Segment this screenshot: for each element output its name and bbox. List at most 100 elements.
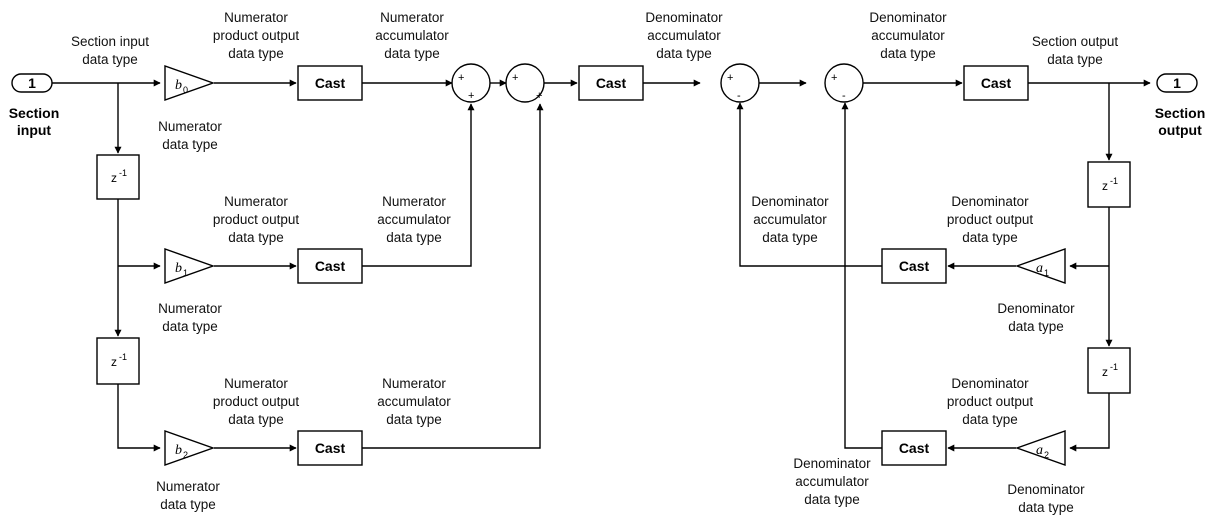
label-section-input-type: Section input	[71, 34, 149, 49]
delay-exponent: -1	[119, 168, 127, 178]
label-denominator-product: data type	[962, 412, 1018, 427]
cast-block-den-product-2[interactable]: Cast	[881, 430, 947, 466]
label-numerator-accumulator: accumulator	[375, 28, 449, 43]
label-denominator-accumulator: data type	[880, 46, 936, 61]
wire-cast-to-sum2	[362, 103, 544, 449]
delay-block-num-1[interactable]: z -1	[96, 154, 140, 200]
section-output-label: Section	[1155, 105, 1206, 121]
cast-label: Cast	[899, 258, 930, 274]
label-denominator-type: Denominator	[997, 301, 1075, 316]
label-denominator-product: data type	[962, 230, 1018, 245]
label-section-output-type: Section output	[1032, 34, 1119, 49]
label-numerator-accumulator: accumulator	[377, 212, 451, 227]
section-input-label: Section	[9, 105, 60, 121]
sum-junction-1[interactable]: + +	[451, 63, 491, 103]
label-denominator-accumulator: Denominator	[751, 194, 829, 209]
cast-block-den-accumulator[interactable]: Cast	[963, 65, 1029, 101]
label-denominator-accumulator: Denominator	[645, 10, 723, 25]
cast-label: Cast	[315, 440, 346, 456]
delay-z: z	[1102, 179, 1108, 193]
delay-block-num-2[interactable]: z -1	[96, 337, 140, 385]
sum-sign: -	[737, 90, 741, 102]
label-denominator-accumulator: Denominator	[793, 456, 871, 471]
label-numerator-product: Numerator	[224, 10, 288, 25]
section-input-port[interactable]: 1	[11, 73, 53, 93]
wire-to-a2	[1069, 393, 1110, 452]
gain-a1-subscript: 1	[1044, 268, 1049, 278]
sum-junction-4[interactable]: + -	[824, 63, 864, 103]
gain-a2-subscript: 2	[1044, 450, 1049, 460]
cast-label: Cast	[315, 258, 346, 274]
delay-exponent: -1	[119, 352, 127, 362]
label-denominator-accumulator: data type	[656, 46, 712, 61]
label-numerator-accumulator: accumulator	[377, 394, 451, 409]
cast-block-num-product-1[interactable]: Cast	[297, 248, 363, 284]
label-numerator-product: product output	[213, 28, 300, 43]
delay-z: z	[111, 355, 117, 369]
gain-a2[interactable]: a 2	[1014, 430, 1066, 466]
delay-z: z	[1102, 365, 1108, 379]
sum-sign: -	[842, 90, 846, 102]
sum-sign: +	[458, 72, 464, 84]
label-denominator-type: data type	[1018, 500, 1074, 515]
cast-label: Cast	[596, 75, 627, 91]
label-numerator-type: Numerator	[158, 119, 222, 134]
section-output-label: output	[1158, 122, 1202, 138]
sum-sign: +	[512, 72, 518, 84]
cast-block-num-accumulator[interactable]: Cast	[578, 65, 644, 101]
label-denominator-product: product output	[947, 212, 1034, 227]
sum-sign: +	[468, 90, 474, 102]
gain-b2-subscript: 2	[183, 450, 188, 460]
gain-b0-symbol: b	[175, 78, 182, 93]
label-numerator-product: Numerator	[224, 376, 288, 391]
section-output-port[interactable]: 1	[1156, 73, 1198, 93]
sum-junction-3[interactable]: + -	[720, 63, 760, 103]
label-numerator-accumulator: Numerator	[382, 376, 446, 391]
cast-block-num-product-0[interactable]: Cast	[297, 65, 363, 101]
label-denominator-accumulator: data type	[804, 492, 860, 507]
delay-exponent: -1	[1110, 362, 1118, 372]
sum-sign: +	[536, 90, 542, 102]
section-input-label: input	[17, 122, 52, 138]
label-denominator-accumulator: accumulator	[753, 212, 827, 227]
delay-exponent: -1	[1110, 176, 1118, 186]
sum-sign: +	[727, 72, 733, 84]
wire-cast-to-sum3	[736, 102, 882, 267]
label-numerator-accumulator: data type	[384, 46, 440, 61]
label-denominator-product: product output	[947, 394, 1034, 409]
wire-cast-to-sum1	[362, 103, 475, 267]
gain-b2[interactable]: b 2	[164, 430, 216, 466]
label-denominator-type: Denominator	[1007, 482, 1085, 497]
sum-junction-2[interactable]: + +	[505, 63, 545, 103]
input-port-number: 1	[28, 75, 36, 91]
delay-block-den-1[interactable]: z -1	[1087, 161, 1131, 208]
gain-b1-symbol: b	[175, 261, 182, 276]
gain-b1[interactable]: b 1	[164, 248, 216, 284]
delay-block-den-2[interactable]: z -1	[1087, 347, 1131, 394]
label-numerator-accumulator: Numerator	[382, 194, 446, 209]
wire-to-b2	[117, 384, 161, 452]
label-denominator-product: Denominator	[951, 194, 1029, 209]
gain-b1-subscript: 1	[183, 268, 188, 278]
output-port-number: 1	[1173, 75, 1181, 91]
gain-b0[interactable]: b 0	[164, 65, 216, 101]
label-numerator-product: product output	[213, 394, 300, 409]
label-numerator-product: product output	[213, 212, 300, 227]
label-numerator-product: data type	[228, 230, 284, 245]
label-section-input-type: data type	[82, 52, 138, 67]
label-denominator-accumulator: accumulator	[795, 474, 869, 489]
label-numerator-type: data type	[162, 319, 218, 334]
cast-label: Cast	[315, 75, 346, 91]
cast-block-num-product-2[interactable]: Cast	[297, 430, 363, 466]
label-denominator-accumulator: accumulator	[871, 28, 945, 43]
label-numerator-product: Numerator	[224, 194, 288, 209]
label-numerator-type: data type	[162, 137, 218, 152]
cast-block-den-product-1[interactable]: Cast	[881, 248, 947, 284]
gain-a1[interactable]: a 1	[1014, 248, 1066, 284]
gain-a1-symbol: a	[1036, 261, 1043, 276]
label-numerator-product: data type	[228, 46, 284, 61]
label-denominator-accumulator: data type	[762, 230, 818, 245]
label-numerator-product: data type	[228, 412, 284, 427]
label-denominator-product: Denominator	[951, 376, 1029, 391]
